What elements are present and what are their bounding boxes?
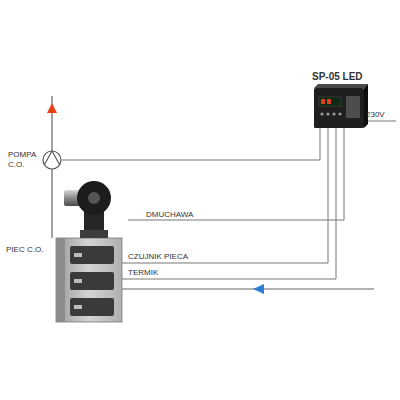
controller-button <box>338 112 341 115</box>
component-label: DMUCHAWA <box>146 210 193 219</box>
blower-flange <box>80 230 108 238</box>
pump-box: POMPA C.O. <box>6 146 62 174</box>
controller-display <box>319 97 341 106</box>
controller-button <box>332 112 335 115</box>
signal-wire <box>62 128 320 160</box>
return-pipe <box>122 288 374 289</box>
signal-wire <box>128 128 344 220</box>
controller-panel <box>346 96 360 118</box>
flow-arrow <box>253 284 264 294</box>
boiler-side <box>56 238 65 322</box>
mains-wire <box>368 121 396 122</box>
blower-box: DMUCHAWA <box>62 184 202 220</box>
supply-pipe <box>51 169 52 238</box>
boiler-door <box>70 298 114 316</box>
controller-button <box>320 112 323 115</box>
signal-wire <box>122 128 328 263</box>
blower-inlet <box>88 192 100 204</box>
component-label: PIEC C.O. <box>6 245 43 254</box>
door-handle <box>74 253 82 257</box>
component-label: POMPA C.O. <box>8 150 46 170</box>
pump-symbol <box>45 151 60 165</box>
controller-side <box>364 84 368 128</box>
controller-led <box>321 99 325 104</box>
controller-button <box>326 112 329 115</box>
boiler-door <box>70 246 114 264</box>
pump-symbol <box>43 151 61 169</box>
voltage-label: 230V <box>366 110 385 119</box>
wire-label: TERMIK <box>128 268 158 277</box>
door-handle <box>74 279 82 283</box>
door-handle <box>74 305 82 309</box>
flow-arrow <box>47 103 57 113</box>
controller-body <box>314 88 364 128</box>
boiler-box: PIEC C.O. <box>4 236 122 322</box>
boiler-door <box>70 272 114 290</box>
controller-top <box>314 84 368 88</box>
blower-housing <box>77 181 111 215</box>
controller-led <box>327 99 331 104</box>
controller-box: SP-05 LED <box>308 66 368 128</box>
boiler-body <box>56 238 122 322</box>
signal-wire <box>122 128 336 279</box>
wire-label: CZUJNIK PIECA <box>128 252 188 261</box>
component-label: SP-05 LED <box>312 71 363 82</box>
